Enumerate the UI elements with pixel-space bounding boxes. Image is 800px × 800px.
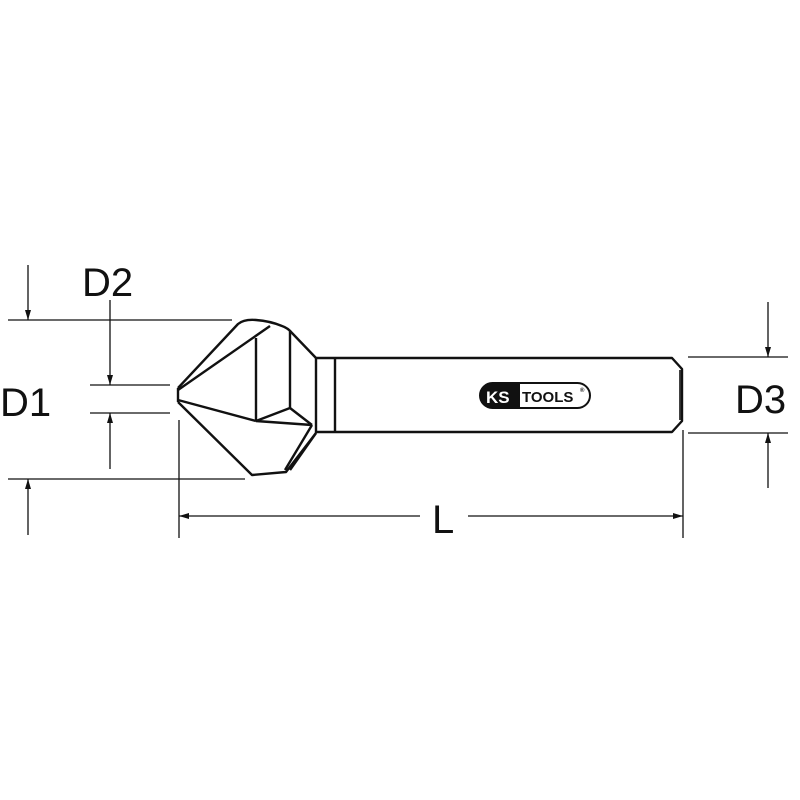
dimension-length [178,420,684,538]
label-d2: D2 [82,261,133,305]
logo-registered-mark: ® [580,387,585,394]
logo-ks-text: KS [486,388,510,407]
dimension-d2 [8,265,245,535]
label-d3: D3 [735,378,786,422]
dimension-d3 [688,302,788,488]
shank [314,356,684,434]
ks-tools-logo: KS TOOLS ® [479,382,591,409]
dimension-d1 [90,300,170,469]
logo-tools-text: TOOLS [522,389,573,406]
cutter-head [176,318,317,477]
label-length: L [432,498,454,542]
label-d1: D1 [0,381,51,425]
